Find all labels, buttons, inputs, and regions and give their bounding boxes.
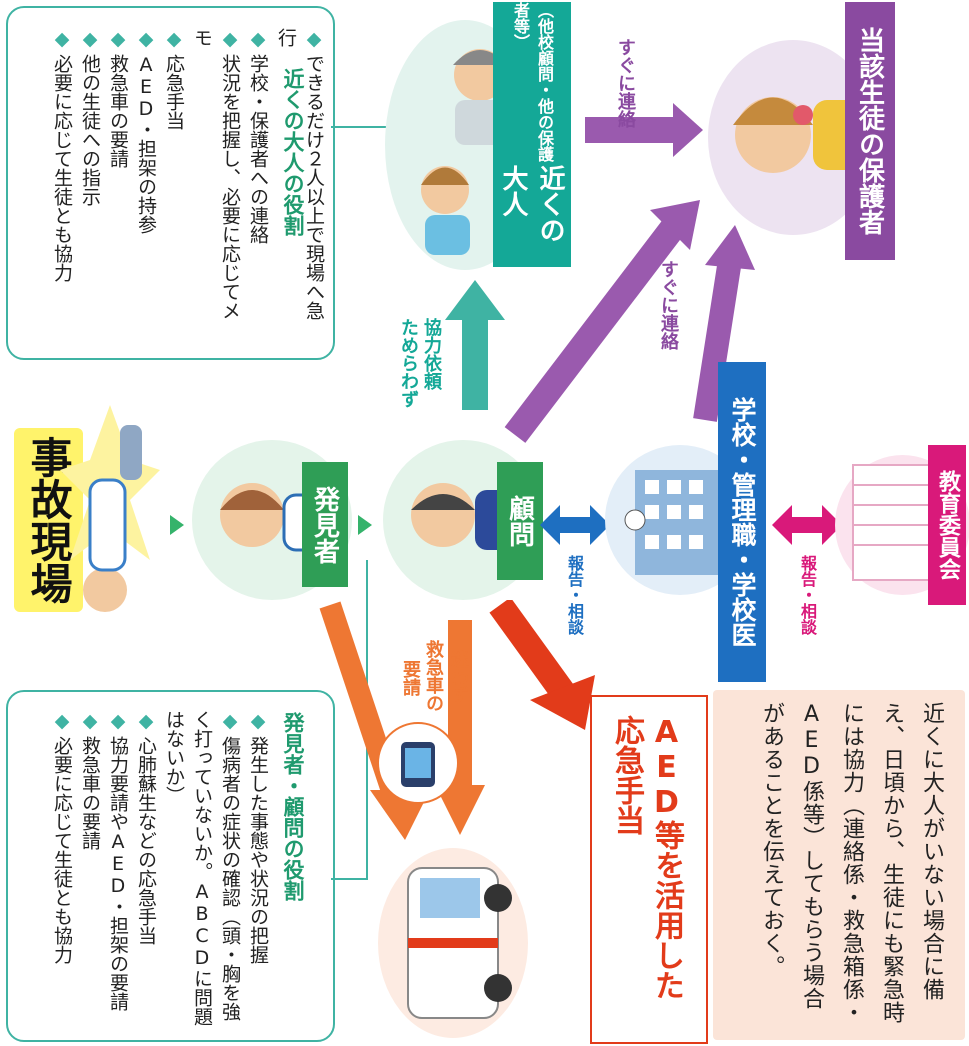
smartphone-icon — [401, 742, 435, 787]
list-item: 発生した事態や状況の把握 — [244, 710, 272, 1028]
hesitate-label: ためらわず — [398, 318, 419, 408]
connector-line-3 — [331, 878, 368, 880]
connector-line — [331, 126, 391, 128]
injured-student-icon — [60, 405, 160, 612]
adults-role-panel: 近くの大人の役割 できるだけ２人以上で現場へ急行 学校・保護者への連絡 状況を把… — [6, 6, 335, 360]
ambulance-label-3: 要請 — [400, 660, 421, 696]
list-item: 必要に応じて生徒とも協力 — [48, 710, 76, 1028]
arrow-to-adults-icon — [445, 280, 505, 410]
list-item: 心肺蘇生などの応急手当 — [132, 710, 160, 1028]
aed-box: AED等を活用した 応急手当 — [590, 695, 708, 1044]
board-illustration — [835, 455, 969, 595]
adults-people-icon — [421, 49, 507, 255]
aed-title-line2: 応急手当 — [609, 715, 644, 835]
board-band: 教育委員会 — [928, 445, 966, 605]
discoverer-role-title: 発見者・顧問の役割 — [281, 712, 305, 901]
ambulance-icon — [407, 867, 512, 1019]
flow-arrow-icon — [358, 515, 372, 535]
discoverer-label: 発見者 — [309, 485, 340, 564]
arrow-advisor-guardian-icon — [504, 200, 700, 443]
arrow-school-guardian-icon — [693, 225, 755, 422]
discoverer-band: 発見者 — [302, 462, 348, 587]
advisor-band: 顧問 — [497, 462, 543, 580]
board-arrow-icon — [772, 505, 842, 545]
board-label: 教育委員会 — [935, 470, 960, 580]
list-item: 傷病者の症状の確認（頭・胸を強く打っていないか。ABCDに問題はないか） — [160, 710, 244, 1028]
list-item: AED・担架の持参 — [132, 28, 160, 338]
school-band: 学校・管理職・学校医 — [718, 362, 766, 682]
list-item: 救急車の要請 — [76, 710, 104, 1028]
list-item: できるだけ２人以上で現場へ急行 — [272, 28, 328, 338]
immediately-contact-label-2: すぐに連絡 — [658, 260, 679, 350]
school-label: 学校・管理職・学校医 — [728, 397, 757, 647]
list-item: 他の生徒への指示 — [76, 28, 104, 338]
school-building-icon — [624, 470, 725, 575]
scene-title: 事故現場 — [14, 428, 83, 612]
discoverer-role-list: 発生した事態や状況の把握 傷病者の症状の確認（頭・胸を強く打っていないか。ABC… — [48, 710, 272, 1028]
nearby-adults-sub: （他校顧問・他の保護者等） — [511, 2, 554, 162]
list-item: 協力要請やAED・担架の要請 — [104, 710, 132, 1028]
report-consult-label-2: 報告・相談 — [798, 555, 817, 635]
list-item: 学校・保護者への連絡 — [244, 28, 272, 338]
list-item: 応急手当 — [160, 28, 188, 338]
ambulance-illustration — [378, 848, 528, 1038]
injured-student-illustration — [60, 400, 160, 640]
ambulance-label-2: 救急車の — [423, 640, 444, 712]
nearby-adults-band: 近くの大人 （他校顧問・他の保護者等） — [493, 2, 571, 267]
aed-title-line1: AED等を活用した — [649, 715, 684, 1000]
phone-illustration — [377, 722, 459, 804]
adults-role-list: できるだけ２人以上で現場へ急行 学校・保護者への連絡 状況を把握し、必要に応じて… — [48, 28, 328, 338]
guardian-label: 当該生徒の保護者 — [854, 27, 885, 235]
flow-arrow-icon — [170, 515, 184, 535]
list-item: 救急車の要請 — [104, 28, 132, 338]
guardian-band: 当該生徒の保護者 — [845, 2, 895, 260]
note-box: 近くに大人がいない場合に備え、日頃から、生徒にも緊急時には協力（連絡係・救急箱係… — [713, 690, 965, 1040]
discoverer-role-panel: 発見者・顧問の役割 発生した事態や状況の把握 傷病者の症状の確認（頭・胸を強く打… — [6, 690, 335, 1042]
arrow-to-guardian-icon — [585, 103, 703, 157]
note-text: 近くに大人がいない場合に備え、日頃から、生徒にも緊急時には協力（連絡係・救急箱係… — [759, 702, 944, 1024]
list-item: 状況を把握し、必要に応じてメモ — [188, 28, 244, 338]
advisor-label: 顧問 — [504, 495, 535, 547]
immediately-contact-label: すぐに連絡 — [615, 38, 636, 128]
ambulance-label-1: 迷わず — [448, 650, 469, 704]
nearby-adults-label: 近くの大人 — [498, 165, 565, 244]
request-help-label: 協力依頼 — [421, 318, 442, 390]
report-consult-label: 報告・相談 — [565, 555, 584, 635]
list-item: 必要に応じて生徒とも協力 — [48, 28, 76, 338]
arrow-to-aed-icon — [489, 600, 595, 730]
report-arrow-icon — [540, 505, 610, 545]
